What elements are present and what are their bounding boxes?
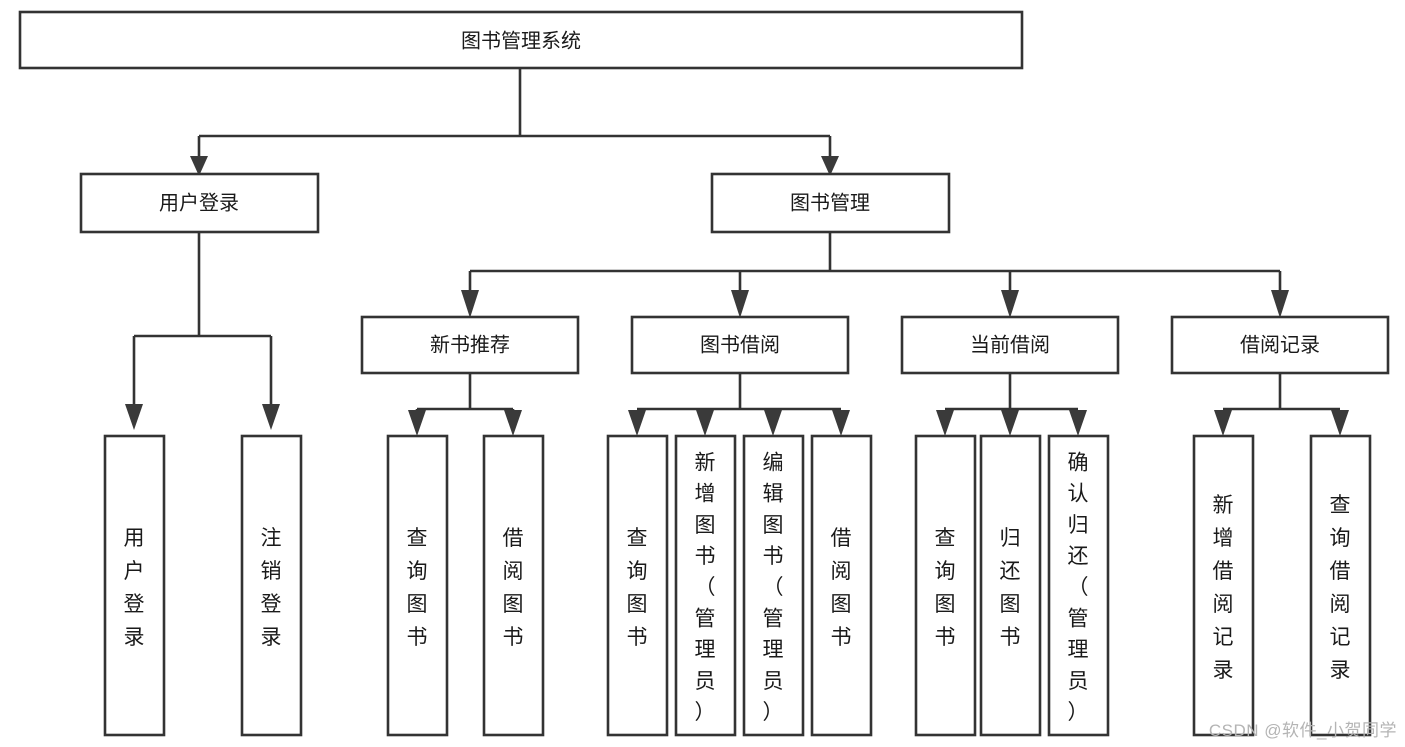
node-borrow-record[interactable]: 借阅记录 bbox=[1170, 315, 1390, 375]
leaf-query-book-3[interactable]: 查询图书 bbox=[914, 434, 977, 737]
arrow-head-leaf-query-record bbox=[1331, 410, 1349, 436]
arrow-head-userlogin bbox=[190, 156, 208, 176]
leaf-logout-box[interactable] bbox=[240, 434, 303, 737]
csdn-watermark: CSDN @软件_小贺同学 bbox=[1208, 721, 1397, 740]
leaf-borrow-book-2[interactable]: 借阅图书 bbox=[810, 434, 873, 737]
leaf-logout-label: 注销登录 bbox=[261, 527, 282, 649]
node-book-borrow[interactable]: 图书借阅 bbox=[630, 315, 850, 375]
leaf-add-record[interactable]: 新增借阅记录 bbox=[1192, 434, 1255, 737]
leaf-add-book[interactable]: 新增图书（管理员） bbox=[674, 434, 737, 737]
arrow-head-leaf-edit-book bbox=[764, 410, 782, 436]
leaf-borrow-book-1-label: 借阅图书 bbox=[503, 527, 524, 649]
leaf-return-book-label: 归还图书 bbox=[1000, 527, 1021, 649]
node-current-borrow[interactable]: 当前借阅 bbox=[900, 315, 1120, 375]
leaf-return-book-box[interactable] bbox=[979, 434, 1042, 737]
leaf-add-record-label: 新增借阅记录 bbox=[1213, 494, 1234, 682]
node-root-box[interactable] bbox=[18, 10, 1024, 70]
node-user-login[interactable]: 用户登录 bbox=[79, 172, 320, 234]
leaf-query-book-2-box[interactable] bbox=[606, 434, 669, 737]
arrow-head-leaf-add-record bbox=[1214, 410, 1232, 436]
node-user-login-label: 用户登录 bbox=[159, 191, 239, 214]
node-book-borrow-label: 图书借阅 bbox=[700, 333, 780, 356]
leaf-borrow-book-2-box[interactable] bbox=[810, 434, 873, 737]
connector-layer bbox=[125, 68, 1349, 436]
arrow-head-new-book-recommend bbox=[461, 290, 479, 318]
arrow-head-leaf-query-book-3 bbox=[936, 410, 954, 436]
leaf-borrow-book-1-box[interactable] bbox=[482, 434, 545, 737]
node-root-label: 图书管理系统 bbox=[461, 29, 581, 52]
arrow-head-leaf-query-book-2 bbox=[628, 410, 646, 436]
leaf-confirm-return-box[interactable] bbox=[1047, 434, 1110, 737]
arrow-head-leaf-borrow-book-1 bbox=[504, 410, 522, 436]
leaf-user-login[interactable]: 用户登录 bbox=[103, 434, 166, 737]
arrow-head-current-borrow bbox=[1001, 290, 1019, 318]
leaf-query-book-3-box[interactable] bbox=[914, 434, 977, 737]
arrow-head-leaf-logout bbox=[262, 404, 280, 430]
node-new-book-recommend-box[interactable] bbox=[360, 315, 580, 375]
arrow-head-leaf-return-book bbox=[1001, 410, 1019, 436]
node-book-management-label: 图书管理 bbox=[790, 191, 870, 214]
leaf-borrow-book-2-label: 借阅图书 bbox=[831, 527, 852, 649]
leaf-borrow-book-1[interactable]: 借阅图书 bbox=[482, 434, 545, 737]
arrow-head-leaf-confirm-return bbox=[1069, 410, 1087, 436]
node-current-borrow-label: 当前借阅 bbox=[970, 333, 1050, 356]
node-current-borrow-box[interactable] bbox=[900, 315, 1120, 375]
node-borrow-record-label: 借阅记录 bbox=[1240, 333, 1320, 356]
leaf-query-book-1-label: 查询图书 bbox=[407, 527, 428, 649]
arrow-head-book-borrow bbox=[731, 290, 749, 318]
leaf-edit-book-label: 编辑图书（管理员） bbox=[763, 451, 784, 724]
arrow-head-borrow-record bbox=[1271, 290, 1289, 318]
arrow-head-bookmgmt bbox=[821, 156, 839, 176]
arrow-head-leaf-user-login bbox=[125, 404, 143, 430]
leaf-query-book-1[interactable]: 查询图书 bbox=[386, 434, 449, 737]
node-new-book-recommend[interactable]: 新书推荐 bbox=[360, 315, 580, 375]
arrow-head-leaf-add-book bbox=[696, 410, 714, 436]
leaf-query-book-2[interactable]: 查询图书 bbox=[606, 434, 669, 737]
node-root[interactable]: 图书管理系统 bbox=[18, 10, 1024, 70]
leaf-logout[interactable]: 注销登录 bbox=[240, 434, 303, 737]
leaf-confirm-return[interactable]: 确认归还（管理员） bbox=[1047, 434, 1110, 737]
leaf-query-book-1-box[interactable] bbox=[386, 434, 449, 737]
leaf-query-record-label: 查询借阅记录 bbox=[1330, 494, 1351, 682]
node-book-borrow-box[interactable] bbox=[630, 315, 850, 375]
leaf-edit-book-box[interactable] bbox=[742, 434, 805, 737]
node-book-management[interactable]: 图书管理 bbox=[710, 172, 951, 234]
arrow-head-leaf-borrow-book-2 bbox=[832, 410, 850, 436]
node-new-book-recommend-label: 新书推荐 bbox=[430, 333, 510, 356]
leaf-add-book-label: 新增图书（管理员） bbox=[695, 451, 716, 724]
node-book-management-box[interactable] bbox=[710, 172, 951, 234]
leaf-query-book-2-label: 查询图书 bbox=[627, 527, 648, 649]
leaf-query-record[interactable]: 查询借阅记录 bbox=[1309, 434, 1372, 737]
leaf-query-record-box[interactable] bbox=[1309, 434, 1372, 737]
leaf-confirm-return-label: 确认归还（管理员） bbox=[1068, 451, 1089, 724]
leaf-edit-book[interactable]: 编辑图书（管理员） bbox=[742, 434, 805, 737]
node-borrow-record-box[interactable] bbox=[1170, 315, 1390, 375]
leaf-user-login-label: 用户登录 bbox=[124, 527, 145, 649]
leaf-return-book[interactable]: 归还图书 bbox=[979, 434, 1042, 737]
arrow-head-leaf-query-book-1 bbox=[408, 410, 426, 436]
leaf-user-login-box[interactable] bbox=[103, 434, 166, 737]
leaf-query-book-3-label: 查询图书 bbox=[935, 527, 956, 649]
node-user-login-box[interactable] bbox=[79, 172, 320, 234]
leaf-add-book-box[interactable] bbox=[674, 434, 737, 737]
leaf-add-record-box[interactable] bbox=[1192, 434, 1255, 737]
